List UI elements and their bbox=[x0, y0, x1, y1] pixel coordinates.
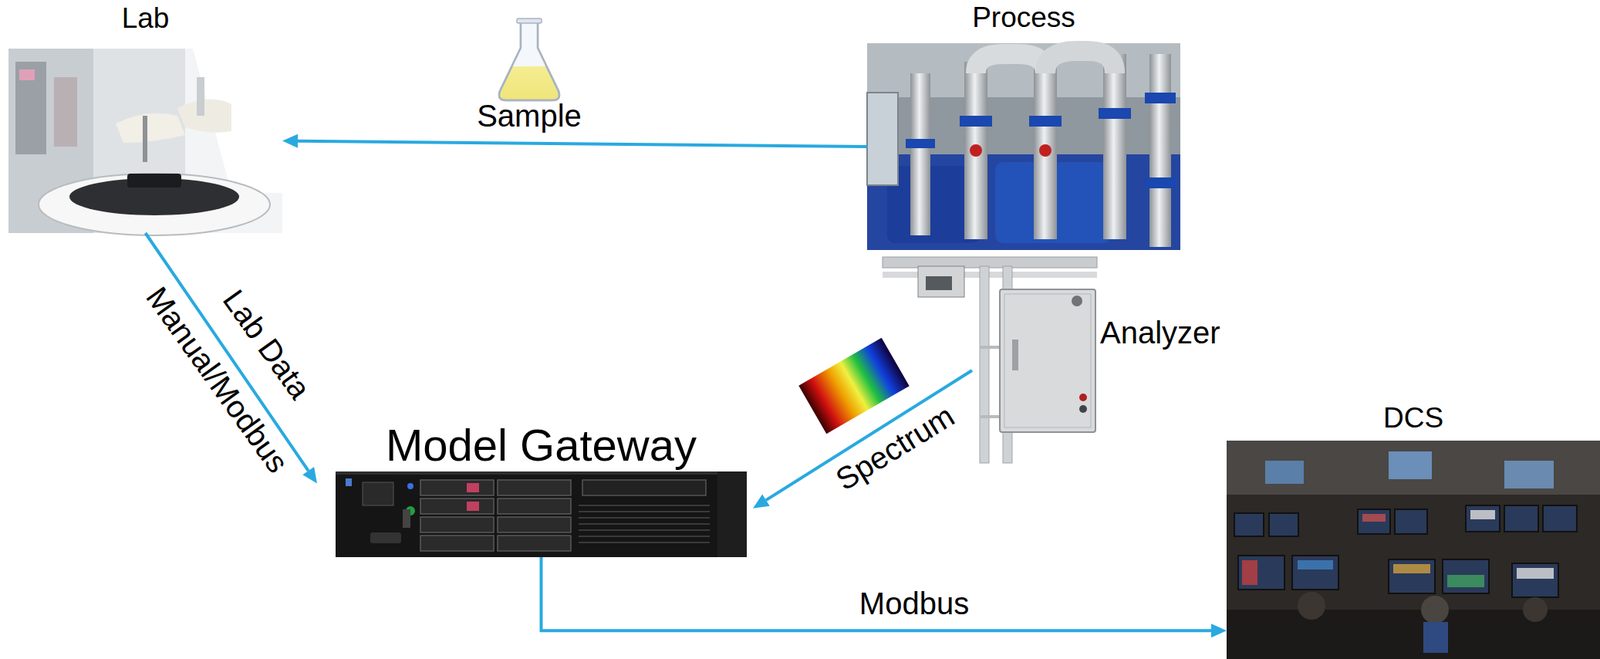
node-title: DCS bbox=[1383, 402, 1444, 435]
process-photo bbox=[867, 43, 1181, 250]
flow-arrow bbox=[752, 370, 973, 509]
edge-label: Sample bbox=[476, 98, 582, 133]
node-title: Lab bbox=[121, 3, 170, 35]
dcs-photo bbox=[1226, 440, 1600, 659]
dcs-node: DCS bbox=[1226, 440, 1600, 659]
analyzer-node: Analyzer bbox=[972, 255, 1098, 465]
connector-line bbox=[766, 370, 973, 500]
node-title: Process bbox=[972, 2, 1076, 34]
sample-flask bbox=[499, 18, 560, 101]
arrow-head bbox=[302, 466, 318, 484]
arrow-head bbox=[282, 134, 298, 149]
process-node: Process bbox=[867, 43, 1181, 250]
arrow-head bbox=[1211, 623, 1227, 638]
server-photo bbox=[335, 471, 747, 557]
edge-label: Modbus bbox=[859, 586, 969, 621]
connector-line bbox=[297, 141, 868, 147]
node-title: Model Gateway bbox=[385, 420, 697, 470]
flow-arrow bbox=[145, 232, 318, 484]
lab-node: Lab bbox=[8, 48, 283, 233]
gateway-node: Model Gateway bbox=[335, 471, 747, 557]
lab-photo bbox=[8, 48, 283, 236]
flow-arrow bbox=[282, 134, 868, 149]
arrow-head bbox=[752, 493, 770, 508]
connector-line bbox=[541, 556, 1212, 631]
flow-arrow bbox=[541, 556, 1228, 638]
node-title: Analyzer bbox=[1100, 315, 1221, 350]
